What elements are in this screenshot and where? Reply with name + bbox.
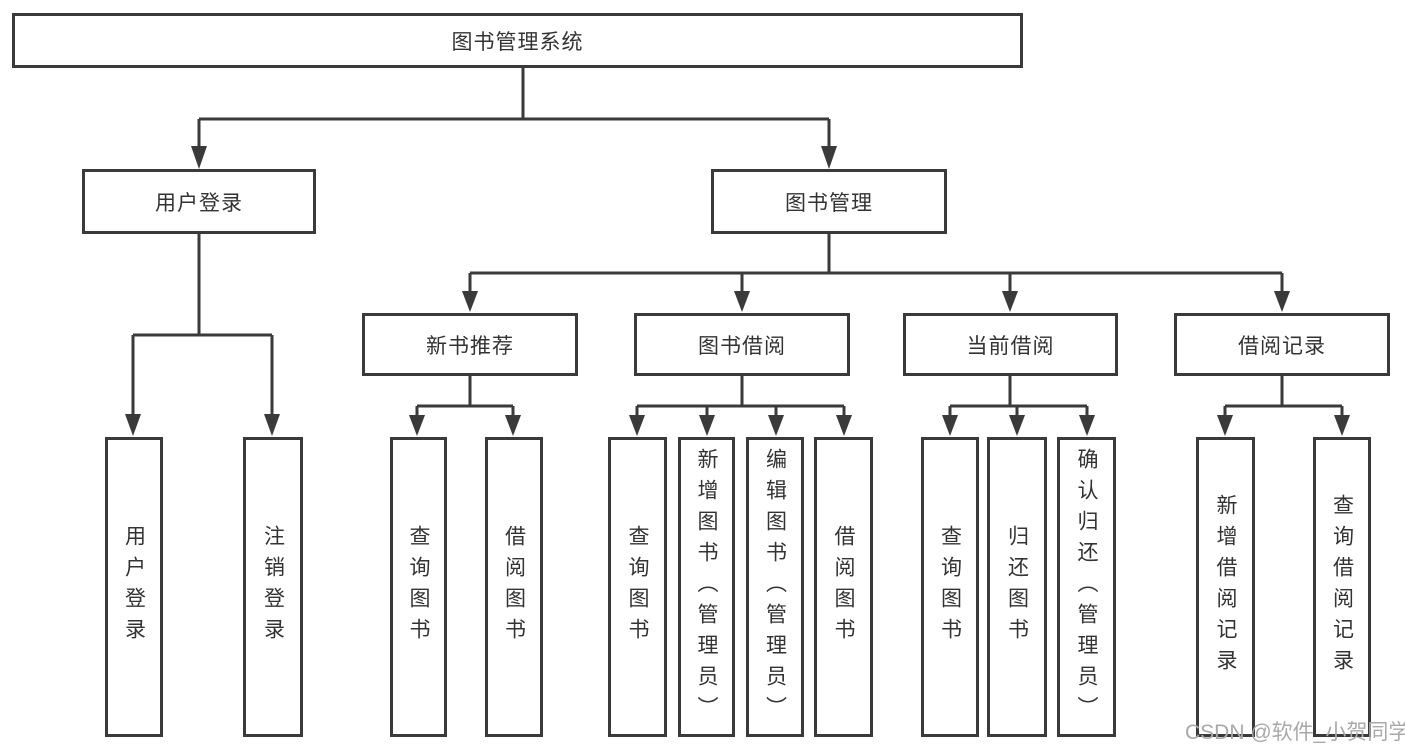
leaf-return-book: 归还图书 xyxy=(987,437,1047,737)
leaf-borrow-book-recommend: 借阅图书 xyxy=(485,437,543,737)
leaf-query-book-borrow: 查询图书 xyxy=(608,437,667,737)
leaf-edit-book-admin: 编辑图书（管理员） xyxy=(746,437,804,737)
node-borrow-record: 借阅记录 xyxy=(1174,313,1390,376)
node-new-book-recommend: 新书推荐 xyxy=(362,313,578,376)
node-book-management: 图书管理 xyxy=(711,169,947,234)
leaf-add-borrow-record: 新增借阅记录 xyxy=(1196,437,1255,737)
node-current-borrow: 当前借阅 xyxy=(903,313,1118,376)
node-new-book-recommend-label: 新书推荐 xyxy=(426,334,514,358)
node-book-borrow: 图书借阅 xyxy=(634,313,850,376)
leaf-borrow-book: 借阅图书 xyxy=(814,437,873,737)
leaf-add-book-admin: 新增图书（管理员） xyxy=(678,437,735,737)
node-book-management-label: 图书管理 xyxy=(785,191,873,215)
leaf-query-book-current: 查询图书 xyxy=(921,437,979,737)
node-user-login: 用户登录 xyxy=(82,169,316,234)
node-book-borrow-label: 图书借阅 xyxy=(698,334,786,358)
leaf-confirm-return-admin: 确认归还（管理员） xyxy=(1057,437,1116,737)
node-root-label: 图书管理系统 xyxy=(451,30,584,54)
leaf-user-login: 用户登录 xyxy=(105,437,163,737)
node-user-login-label: 用户登录 xyxy=(155,191,243,215)
node-root-system: 图书管理系统 xyxy=(12,13,1023,68)
leaf-logout: 注销登录 xyxy=(243,437,303,737)
node-current-borrow-label: 当前借阅 xyxy=(966,334,1055,358)
node-borrow-record-label: 借阅记录 xyxy=(1238,334,1326,358)
leaf-query-borrow-record: 查询借阅记录 xyxy=(1313,437,1371,737)
leaf-query-book-recommend: 查询图书 xyxy=(390,437,447,737)
csdn-watermark: CSDN @软件_小贺同学 xyxy=(1185,721,1405,744)
